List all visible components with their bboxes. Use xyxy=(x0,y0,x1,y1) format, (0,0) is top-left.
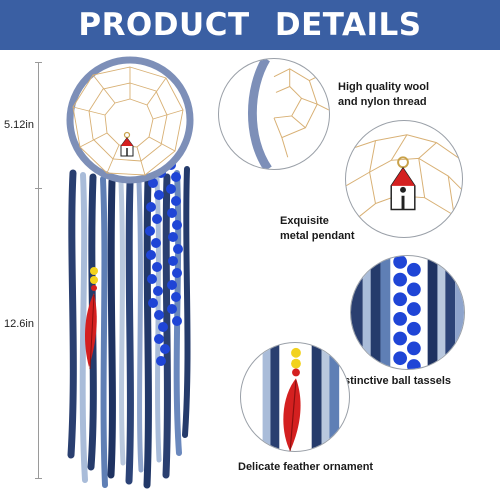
caption-ball-tassels-text: Distinctive ball tassels xyxy=(333,375,451,387)
ring-dimension-label: 5.12in xyxy=(0,119,38,131)
ring-dimension-tick-top xyxy=(35,62,42,63)
tassel-dimension-line xyxy=(38,188,39,478)
tassel-dimension-tick-bottom xyxy=(35,478,42,479)
dreamcatcher-illustration xyxy=(55,55,205,490)
caption-feather-text: Delicate feather ornament xyxy=(238,461,374,473)
ring-dimension-line xyxy=(38,62,39,188)
caption-wool-thread: High quality wool and nylon thread xyxy=(338,80,488,110)
title-banner: PRODUCT DETAILS xyxy=(0,0,500,50)
caption-metal-pendant-text: Exquisite metal pendant xyxy=(280,215,355,242)
caption-wool-thread-text: High quality wool and nylon thread xyxy=(338,81,430,108)
banner-title: PRODUCT DETAILS xyxy=(78,7,422,43)
detail-feather-circle xyxy=(240,342,350,452)
caption-ball-tassels: Distinctive ball tassels xyxy=(333,374,498,389)
detail-ball-tassels-circle xyxy=(350,255,465,370)
tassel-dimension-label: 12.6in xyxy=(0,318,38,330)
caption-feather: Delicate feather ornament xyxy=(238,460,438,475)
caption-metal-pendant: Exquisite metal pendant xyxy=(280,214,400,244)
detail-metal-pendant-circle xyxy=(345,120,463,238)
detail-wool-thread-circle xyxy=(218,58,330,170)
